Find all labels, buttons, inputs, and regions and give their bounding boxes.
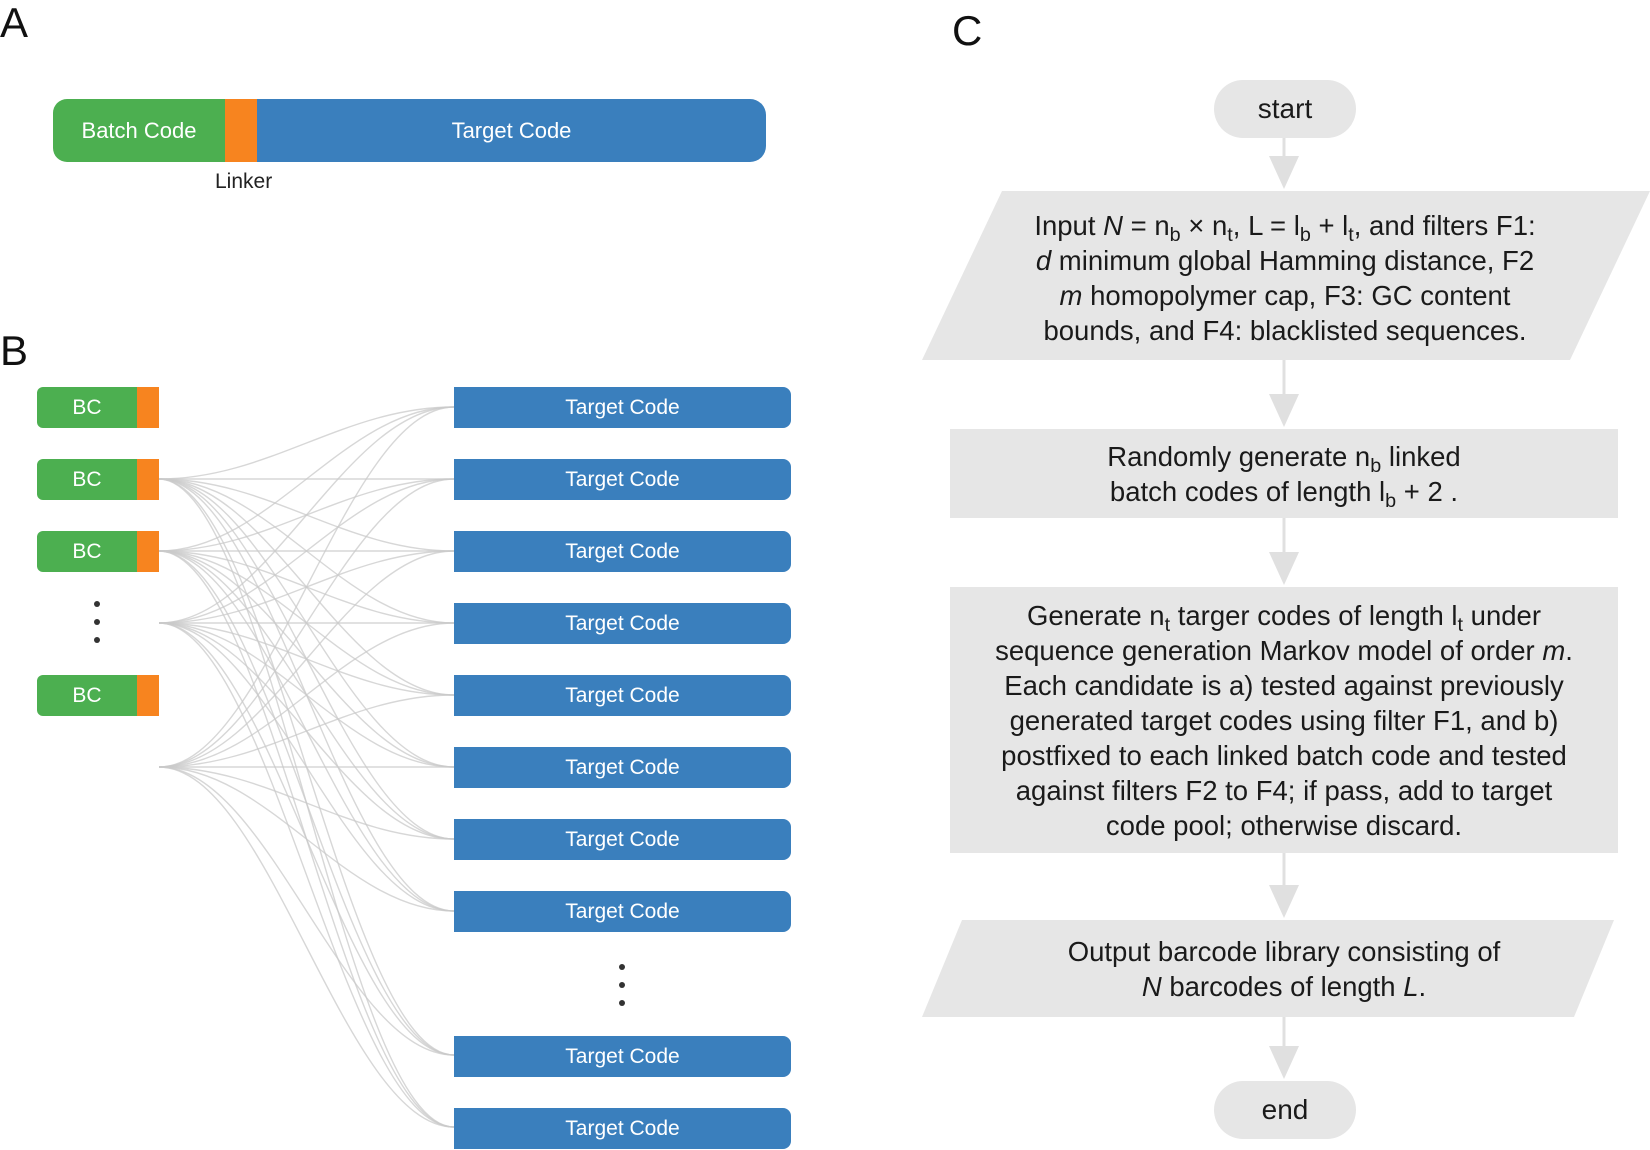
bc-item: BC [37,459,159,500]
link-line [158,766,455,1056]
link-line [158,406,455,624]
target-code-item: Target Code [454,747,791,788]
link-line [158,622,455,1128]
target-code-item: Target Code [454,1108,791,1149]
batch-text: Randomly generate nb linked batch codes … [1107,441,1461,512]
batch-code-segment: Batch Code [53,99,225,162]
output-parallelogram [922,920,1614,1017]
end-node: end [1214,1081,1356,1139]
target-code-item: Target Code [454,459,791,500]
target-process-box [950,587,1618,853]
link-line [158,478,455,624]
panel-label-a: A [0,0,29,46]
bc-item: BC [37,675,159,716]
target-code-item: Target Code [454,891,791,932]
bc-linker [137,459,159,500]
link-line [158,766,455,1128]
link-line [158,766,455,840]
bc-label: BC [37,531,137,572]
link-line [158,550,455,768]
bc-ellipsis [94,601,102,655]
bc-linker [137,531,159,572]
target-code-item: Target Code [454,675,791,716]
bc-label: BC [37,459,137,500]
bc-label: BC [37,387,137,428]
start-node: start [1214,80,1356,138]
target-code-item: Target Code [454,387,791,428]
link-line [158,478,455,768]
linker-label: Linker [215,170,273,193]
linker-segment [225,99,257,162]
link-line [158,694,455,768]
target-code-item: Target Code [454,1036,791,1077]
target-code-item: Target Code [454,819,791,860]
target-code-item: Target Code [454,603,791,644]
bc-label: BC [37,675,137,716]
link-line [158,406,455,552]
batch-code-label: Batch Code [81,117,197,143]
bc-item: BC [37,531,159,572]
target-code-segment: Target Code [257,99,766,162]
output-text: Output barcode library consisting of N b… [1067,936,1501,1002]
target-text: Generate nt targer codes of length lt un… [995,600,1573,841]
link-line [158,622,455,768]
target-code-item: Target Code [454,531,791,572]
bc-linker [137,387,159,428]
link-line [158,406,455,480]
link-line [158,766,455,912]
link-line [158,406,455,768]
bc-item: BC [37,387,159,428]
panel-label-c: C [952,7,983,54]
input-text: Input N = nb × nt, L = lb + lt, and filt… [1034,210,1536,346]
panel-label-b: B [0,327,29,374]
batch-process-box [950,429,1618,518]
bc-linker [137,675,159,716]
target-code-label: Target Code [451,117,572,143]
target-ellipsis [619,964,627,1018]
input-parallelogram [922,191,1650,360]
